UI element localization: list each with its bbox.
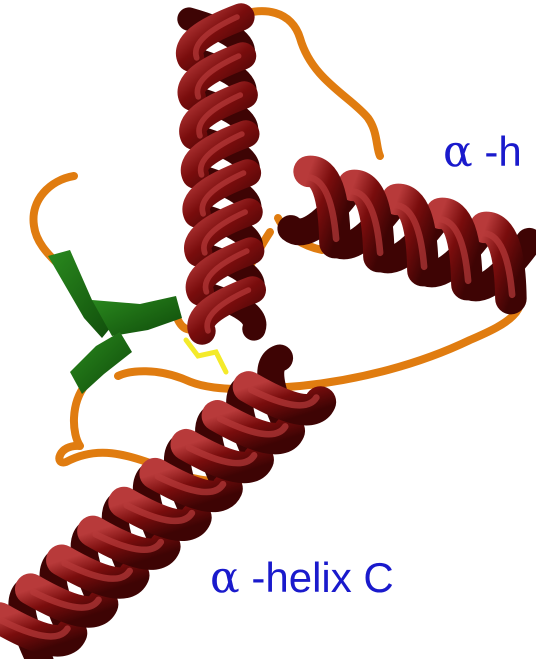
label-text: -h (472, 128, 522, 175)
beta-strand-3 (70, 332, 132, 394)
beta-sheet (48, 250, 182, 394)
helix-turn-highlight (30, 588, 102, 611)
helix-turn-highlight (92, 530, 165, 554)
alpha-symbol: α (443, 126, 473, 177)
alpha-symbol: α (210, 552, 240, 603)
helix-turn-highlight (479, 229, 516, 299)
helix-turn-highlight (196, 92, 244, 139)
loop-bottom-right (114, 281, 526, 394)
helix-turn-highlight (347, 187, 384, 257)
loop-n-terminus (29, 172, 78, 266)
helix-b (277, 155, 536, 315)
helix-turn-highlight (197, 131, 245, 178)
helix-turn-highlight (303, 173, 340, 243)
label-text: -helix C (239, 554, 394, 601)
helix-turn-highlight (123, 502, 196, 525)
label-alpha-helix-c: α -helix C (210, 556, 394, 600)
helix-turn-highlight (154, 473, 227, 496)
helix-turn-highlight (0, 617, 71, 640)
helix-turn-highlight (194, 53, 242, 100)
beta-strand-2 (92, 296, 182, 336)
helix-turn-highlight (216, 415, 289, 438)
helix-a (176, 3, 267, 345)
helix-turn-highlight (435, 215, 472, 285)
helix-turn-highlight (247, 386, 320, 409)
helix-turn-highlight (61, 559, 133, 582)
label-alpha-helix-a: α -h (443, 130, 522, 174)
helix-turn-highlight (199, 170, 247, 217)
disulfide-bond (183, 337, 229, 375)
helix-turn-highlight (201, 209, 248, 256)
loop-top (228, 7, 384, 160)
helix-turn-highlight (202, 248, 250, 295)
helix-turn-highlight (204, 287, 252, 334)
helix-turn-highlight (391, 201, 428, 271)
helix-c (0, 344, 337, 659)
helix-turn-highlight (192, 14, 240, 61)
helix-turn-highlight (185, 444, 258, 467)
